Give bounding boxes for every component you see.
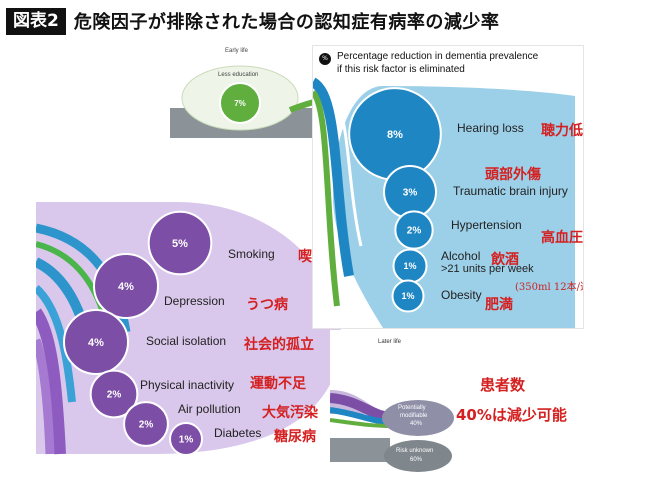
bubble-label-alcohol: 1% bbox=[403, 261, 416, 271]
later-summary-graphic bbox=[330, 390, 454, 472]
bubble-diabetes bbox=[169, 422, 203, 456]
bubble-label-smoking: 5% bbox=[172, 238, 188, 250]
bubble-air-pollution bbox=[123, 401, 169, 447]
factor-jp-depression: うつ病 bbox=[246, 297, 288, 313]
factor-label-hypertension: Hypertension bbox=[451, 218, 522, 232]
factor-jp-hearing-loss: 聴力低下 bbox=[541, 123, 583, 139]
bubble-smoking bbox=[147, 210, 213, 276]
factor-jp-air-pollution: 大気汚染 bbox=[262, 405, 318, 421]
mid-flow-green bbox=[313, 90, 340, 307]
factor-jp-physical-inactivity: 運動不足 bbox=[250, 376, 306, 392]
potentially-label-2: modifiable bbox=[400, 413, 428, 419]
unknown-flow-band bbox=[330, 438, 390, 462]
factor-jp-diabetes: 糖尿病 bbox=[274, 429, 316, 445]
factor-label-traumatic-brain-injury: Traumatic brain injury bbox=[453, 184, 568, 198]
bubble-hypertension bbox=[394, 210, 434, 250]
factor-jp-obesity: 肥満 bbox=[485, 297, 513, 313]
unknown-label: Risk unknown bbox=[396, 448, 434, 454]
alcohol-note: (350ml 12本/週) bbox=[515, 282, 583, 293]
midlife-graphic: 8% 3% 2% 1% 1% bbox=[313, 74, 575, 328]
potentially-label-1: Potentially bbox=[398, 405, 426, 411]
factor-label-obesity: Obesity bbox=[441, 288, 482, 302]
factor-sub-alcohol: >21 units per week bbox=[441, 263, 534, 275]
mid-flow-blue bbox=[313, 77, 354, 277]
potentially-value: 40% bbox=[410, 421, 423, 427]
early-factor-label: Less education bbox=[218, 72, 259, 78]
potentially-modifiable-ellipse bbox=[382, 400, 454, 436]
later-flow-stripe-4 bbox=[36, 285, 76, 403]
factor-jp-traumatic-brain-injury: 頭部外傷 bbox=[485, 167, 541, 183]
bubble-label-obesity: 1% bbox=[401, 291, 414, 301]
later-life-graphic: 5% 4% 4% 2% 2% 1% bbox=[36, 202, 341, 456]
factor-label-alcohol: Alcohol bbox=[441, 249, 481, 263]
bubble-social-isolation bbox=[63, 309, 129, 375]
bubble-label-air-pollution: 2% bbox=[139, 420, 154, 431]
factor-label-hearing-loss: Hearing loss bbox=[457, 121, 524, 135]
risk-unknown-ellipse bbox=[384, 440, 452, 472]
bubble-obesity bbox=[391, 279, 425, 313]
factor-jp-alcohol: 飲酒 bbox=[491, 252, 519, 268]
midlife-panel: 8% 3% 2% 1% 1% % Percentage reduction in dem… bbox=[313, 46, 583, 328]
early-life-graphic: 7% bbox=[170, 65, 335, 138]
later-stage-label: Later life bbox=[378, 339, 402, 345]
bubble-label-diabetes: 1% bbox=[179, 435, 194, 446]
legend-line-2: if this risk factor is eliminated bbox=[337, 64, 465, 75]
figure-title: 危険因子が排除された場合の認知症有病率の減少率 bbox=[73, 12, 500, 33]
figure-badge: 図表2 bbox=[6, 7, 66, 35]
unknown-value: 60% bbox=[410, 457, 423, 463]
bubble-label-physical-inactivity: 2% bbox=[107, 390, 122, 401]
reduce-jp: 40%は減少可能 bbox=[456, 406, 567, 424]
mid-flow-white bbox=[313, 74, 363, 247]
bubble-label-less-education: 7% bbox=[234, 99, 246, 108]
bubble-label-hypertension: 2% bbox=[407, 226, 422, 237]
early-life-panel: 7% Early life Less education bbox=[170, 40, 335, 150]
patients-jp: 患者数 bbox=[480, 376, 526, 394]
bubble-label-depression: 4% bbox=[118, 281, 134, 293]
factor-label-diabetes: Diabetes bbox=[214, 426, 262, 440]
factor-label-depression: Depression bbox=[164, 294, 225, 308]
factor-label-smoking: Smoking bbox=[228, 247, 275, 261]
factor-label-air-pollution: Air pollution bbox=[178, 402, 241, 416]
later-summary-panel: Later life Potentially modifiable 40% Ri… bbox=[330, 330, 660, 480]
bubble-label-traumatic-brain-injury: 3% bbox=[403, 188, 418, 199]
bubble-depression bbox=[93, 253, 159, 319]
bubble-label-social-isolation: 4% bbox=[88, 337, 104, 349]
factor-jp-hypertension: 高血圧 bbox=[541, 230, 583, 246]
factor-jp-social-isolation: 社会的孤立 bbox=[244, 337, 314, 353]
factor-label-social-isolation: Social isolation bbox=[146, 334, 227, 348]
bubble-less-education bbox=[219, 82, 261, 124]
figure-header: 図表2 危険因子が排除された場合の認知症有病率の減少率 bbox=[6, 6, 499, 36]
later-flow-stripe-5 bbox=[36, 308, 66, 455]
early-stage-label: Early life bbox=[225, 48, 249, 54]
factor-label-physical-inactivity: Physical inactivity bbox=[140, 378, 235, 392]
legend-line-1: Percentage reduction in dementia prevale… bbox=[337, 51, 539, 62]
legend-badge: % bbox=[319, 53, 331, 65]
bubble-label-hearing-loss: 8% bbox=[387, 129, 403, 141]
bubble-physical-inactivity bbox=[89, 369, 139, 419]
later-flow-stripe-6 bbox=[36, 338, 55, 455]
